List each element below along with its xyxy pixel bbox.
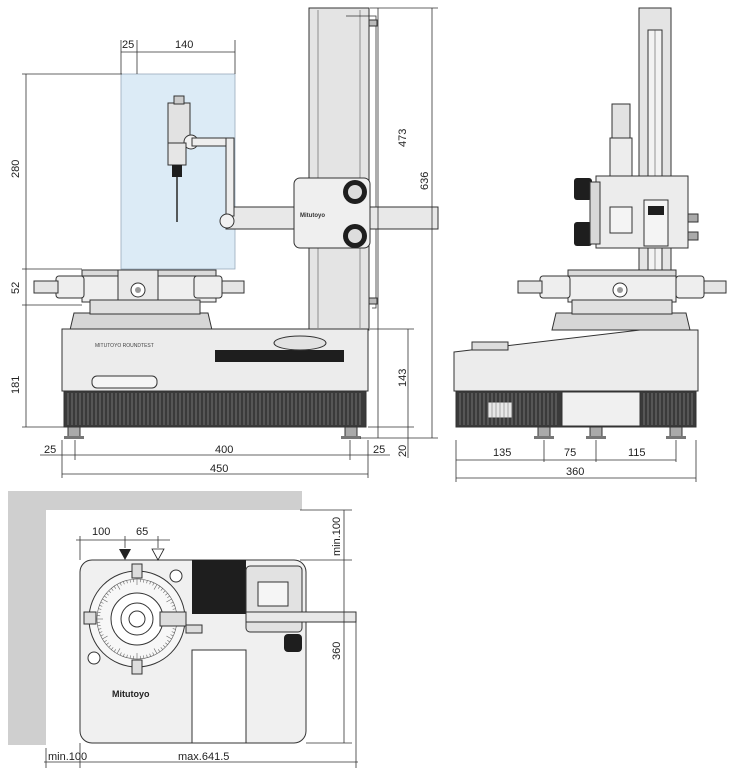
- dim-overall-width: 450: [210, 463, 228, 475]
- dim-plan-top-clearance: min.100: [331, 517, 343, 556]
- dim-total-height: 636: [419, 172, 431, 190]
- dim-column-base: 143: [397, 369, 409, 387]
- filled-marker-icon: [119, 549, 131, 560]
- wall-corner: [8, 491, 302, 745]
- dim-base-height: 181: [10, 376, 22, 394]
- base-skirt: [63, 390, 367, 428]
- side-machine-base: [453, 329, 699, 392]
- dim-side-overall-depth: 360: [566, 466, 584, 478]
- dim-plan-max-width: max.641.5: [178, 751, 229, 763]
- dim-plan-marker-gap: 65: [136, 526, 148, 538]
- plan-view: Mitutoyo 100 65 min.100 360 min.100: [8, 491, 358, 768]
- plan-brand: Mitutoyo: [112, 689, 150, 699]
- dim-side-foot-c: 115: [628, 447, 646, 459]
- dim-foot-right: 25: [373, 444, 385, 456]
- dim-table-height: 52: [10, 282, 22, 294]
- side-view: 135 75 115 360: [453, 7, 727, 482]
- dim-column-travel: 473: [397, 129, 409, 147]
- dim-plan-left-offset: 100: [92, 526, 110, 538]
- dim-probe-height: 280: [10, 160, 22, 178]
- dim-side-foot-a: 135: [493, 447, 511, 459]
- dim-plan-left-clearance: min.100: [48, 751, 87, 763]
- svg-text:MITUTOYO ROUNDTEST: MITUTOYO ROUNDTEST: [95, 343, 154, 349]
- dim-side-foot-b: 75: [564, 447, 576, 459]
- dim-foot-span: 400: [215, 444, 233, 456]
- dim-probe-offset: 25: [122, 39, 134, 51]
- hollow-marker-icon: [151, 548, 165, 561]
- dim-foot-height: 20: [397, 445, 409, 457]
- dim-probe-reach: 140: [175, 39, 193, 51]
- front-view: Mitutoyo MITUTOYO ROUNDTEST: [10, 7, 439, 478]
- carriage-brand: Mitutoyo: [300, 213, 325, 219]
- dim-plan-depth: 360: [331, 642, 343, 660]
- dim-foot-left: 25: [44, 444, 56, 456]
- column: [308, 7, 370, 331]
